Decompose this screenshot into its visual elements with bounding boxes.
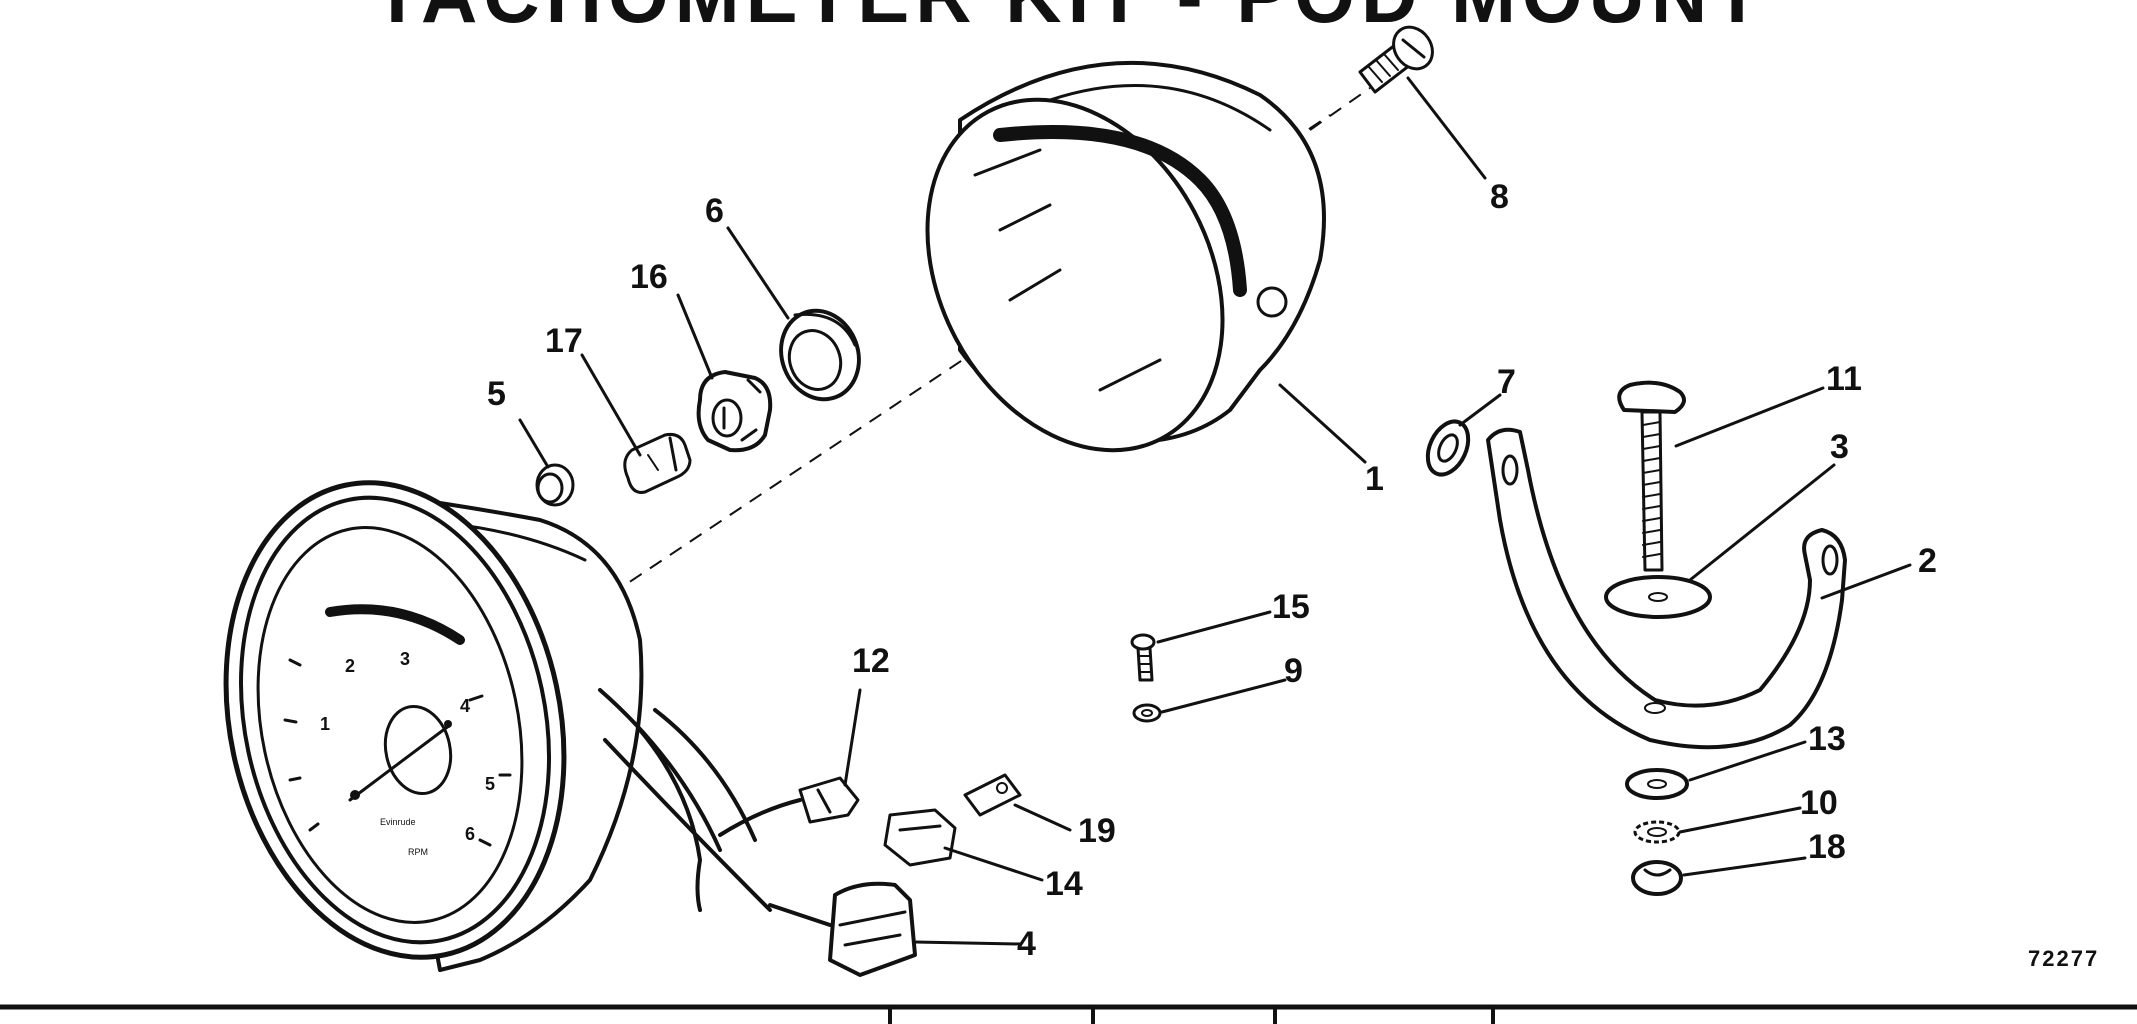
bulb-part-17: [623, 433, 692, 494]
callout-16: 16: [630, 258, 668, 296]
leader-line-1: [1278, 383, 1367, 464]
leader-line-19: [1013, 803, 1072, 832]
screw-part-8: [1358, 25, 1434, 94]
bracket-part-2: [1486, 427, 1847, 750]
leader-line-4: [913, 940, 1022, 946]
callout-11: 11: [1826, 360, 1862, 398]
cap-part-5: [535, 463, 575, 507]
leader-line-2: [1820, 563, 1912, 600]
grommet-part-6: [779, 308, 861, 402]
callout-labels: 1 2 3 4 5 6 7 8 9 10 11 12 13 14 15 16 1…: [487, 178, 1937, 963]
dial-unit-text: RPM: [408, 847, 428, 857]
lockwasher-part-9: [1132, 703, 1162, 723]
figure-reference-number: 72277: [2028, 946, 2099, 971]
leader-line-14: [943, 846, 1044, 882]
parts-table-header-border: [0, 1004, 2137, 1024]
nut-part-18: [1631, 860, 1683, 896]
leader-line-8: [1406, 76, 1487, 180]
callout-12: 12: [852, 642, 890, 680]
callout-10: 10: [1800, 784, 1838, 822]
leader-line-15: [1156, 610, 1272, 644]
lamp-socket-part-16: [696, 370, 773, 453]
leader-line-6: [726, 226, 790, 320]
clip-part-4: [768, 881, 917, 977]
leader-line-13: [1688, 740, 1807, 782]
callout-9: 9: [1284, 652, 1303, 690]
dial-number-5: 5: [485, 774, 495, 794]
callout-4: 4: [1017, 925, 1036, 963]
leader-line-10: [1678, 806, 1802, 834]
dial-number-3: 3: [400, 649, 410, 669]
callout-3: 3: [1830, 428, 1849, 466]
callout-18: 18: [1808, 828, 1846, 866]
connector-part-12: [718, 776, 860, 837]
leader-line-18: [1682, 856, 1807, 877]
washer-part-3: [1604, 575, 1712, 619]
washer-part-13: [1625, 768, 1689, 800]
callout-7: 7: [1497, 363, 1516, 401]
leader-line-16: [676, 293, 714, 380]
leader-line-17: [580, 353, 642, 457]
leader-line-5: [518, 418, 550, 469]
dial-number-6: 6: [465, 824, 475, 844]
callout-14: 14: [1045, 865, 1083, 903]
dial-number-4: 4: [460, 696, 470, 716]
callout-8: 8: [1490, 178, 1509, 216]
terminal-part-19: [963, 773, 1022, 817]
leader-line-7: [1458, 393, 1502, 427]
callout-5: 5: [487, 375, 506, 413]
dial-number-1: 1: [320, 714, 330, 734]
tachometer-gauge: 1 2 3 4 5 6 Evinrude RPM: [223, 480, 772, 972]
bolt-part-11: [1617, 380, 1686, 572]
lockwasher-part-10: [1633, 820, 1681, 844]
callout-13: 13: [1808, 720, 1846, 758]
callout-17: 17: [545, 322, 583, 360]
leader-line-12: [843, 688, 862, 787]
callout-2: 2: [1918, 542, 1937, 580]
dial-number-2: 2: [345, 656, 355, 676]
diagram-title: TACHOMETER KIT - POD MOUNT: [373, 0, 1767, 39]
assembly-axis-line-upper: [1309, 87, 1371, 131]
washer-part-7: [1425, 419, 1471, 477]
leader-line-9: [1160, 678, 1287, 714]
pod-housing: [925, 60, 1326, 453]
callout-19: 19: [1078, 812, 1116, 850]
callout-6: 6: [705, 192, 724, 230]
screw-part-15: [1130, 633, 1156, 682]
dial-brand-text: Evinrude: [380, 817, 416, 827]
bracket-part-14: [883, 808, 957, 867]
leader-line-3: [1688, 463, 1836, 582]
callout-1: 1: [1365, 460, 1384, 498]
leader-lines: [518, 76, 1912, 946]
callout-15: 15: [1272, 588, 1310, 626]
leader-line-11: [1674, 386, 1825, 448]
